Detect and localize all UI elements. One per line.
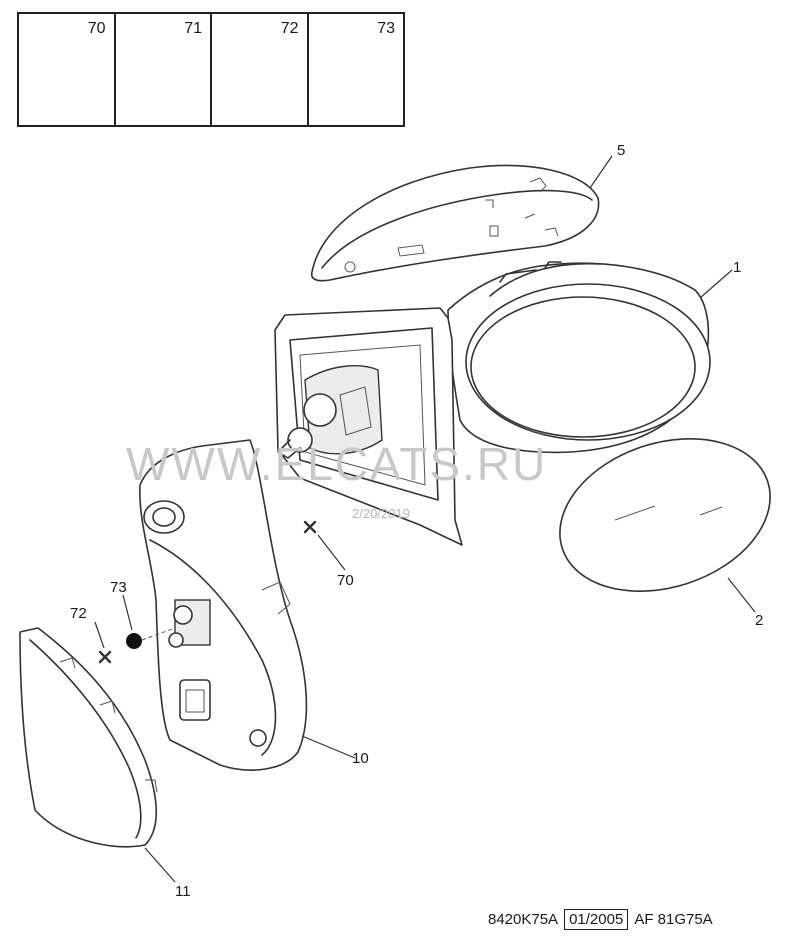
watermark-text: WWW.ELCATS.RU — [126, 438, 547, 490]
legend-number: 73 — [377, 20, 395, 37]
legend-cell: 72 — [212, 14, 309, 125]
callout-72: 72 — [70, 605, 87, 622]
date-mark: 2/20/2019 — [352, 506, 410, 521]
callout-70: 70 — [337, 572, 354, 589]
fastener-70 — [303, 520, 317, 534]
legend-number: 70 — [87, 20, 106, 37]
reference-code: 8420K75A — [488, 911, 559, 928]
legend-number: 72 — [280, 20, 299, 37]
mirror-bracket — [274, 307, 463, 546]
diagram-code: AF 81G75A — [634, 911, 713, 928]
mirror-glass-part-2 — [559, 438, 771, 592]
mirror-housing-part-1 — [447, 261, 711, 454]
mirror-cap-part-5 — [310, 164, 600, 282]
callout-73: 73 — [110, 579, 127, 596]
legend-number: 71 — [184, 20, 202, 37]
legend-cell: 71 — [116, 14, 212, 125]
callout-11: 11 — [175, 883, 191, 900]
fastener-73 — [126, 627, 176, 649]
trim-cover-part-11 — [19, 627, 158, 848]
callout-2: 2 — [755, 612, 763, 629]
diagram-footer: 8420K75A 01/2005 AF 81G75A — [488, 909, 713, 930]
mirror-base-part-10 — [139, 439, 308, 771]
callout-10: 10 — [352, 750, 369, 767]
leader-lines — [94, 155, 756, 883]
callout-5: 5 — [617, 142, 625, 159]
legend-table: 70 71 72 73 — [17, 12, 405, 127]
callout-1: 1 — [733, 259, 741, 276]
legend-cell: 73 — [309, 14, 404, 125]
edition-date: 01/2005 — [564, 909, 629, 930]
legend-cell: 70 — [19, 14, 116, 125]
fastener-72 — [98, 650, 112, 664]
